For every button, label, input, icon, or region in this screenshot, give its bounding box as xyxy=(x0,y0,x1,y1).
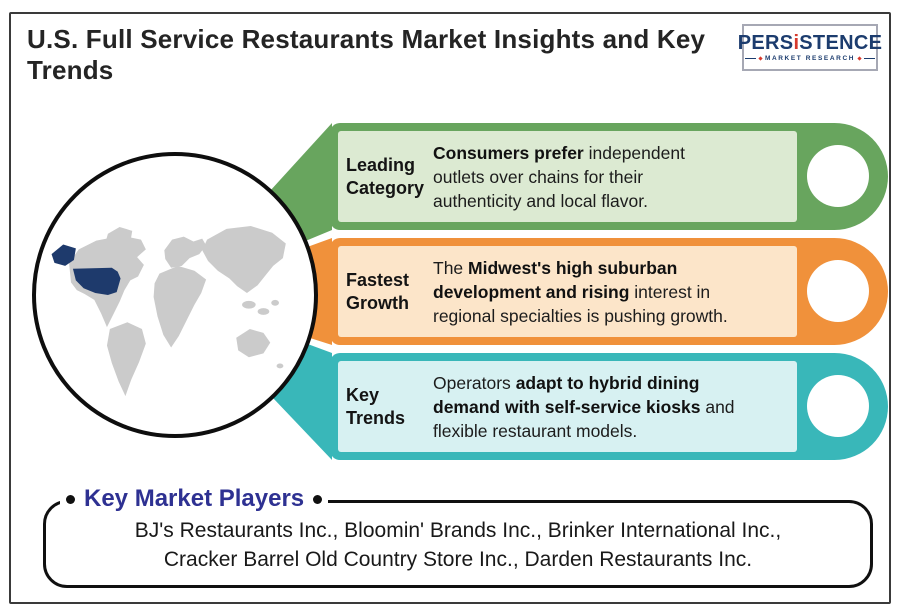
logo-rule-right-icon xyxy=(864,58,876,59)
page-title: U.S. Full Service Restaurants Market Ins… xyxy=(27,24,706,85)
banner-description: Operators adapt to hybrid dining demand … xyxy=(433,372,735,441)
page-border xyxy=(9,12,891,604)
world-map-circle xyxy=(32,152,318,438)
bullet-dot-right-icon xyxy=(313,494,323,504)
banner-ring-hole xyxy=(807,260,869,322)
key-market-players-list: BJ's Restaurants Inc., Bloomin' Brands I… xyxy=(46,516,870,574)
key-market-players-line: Cracker Barrel Old Country Store Inc., D… xyxy=(163,548,753,571)
banner-label: Key Trends xyxy=(346,384,406,428)
insight-banner-fastest-growth: Fastest Growth The Midwest's high suburb… xyxy=(330,238,888,345)
banner-label: Leading Category xyxy=(346,154,425,198)
banner-ring-hole xyxy=(807,375,869,437)
world-map-continents xyxy=(69,225,286,397)
brand-logo-subtitle: MARKET RESEARCH xyxy=(764,55,856,62)
key-market-players-line: BJ's Restaurants Inc., Bloomin' Brands I… xyxy=(134,519,782,542)
brand-logo: PERSiSTENCE MARKET RESEARCH xyxy=(738,24,882,71)
bullet-dot-left-icon xyxy=(66,494,75,504)
brand-logo-red-i: i xyxy=(793,32,800,54)
banner-inner-panel: Fastest Growth The Midwest's high suburb… xyxy=(338,246,797,337)
key-market-players-title-text: Key Market Players xyxy=(84,485,305,512)
brand-logo-subtitle-row: MARKET RESEARCH xyxy=(744,55,876,62)
banner-description: The Midwest's high suburban development … xyxy=(433,257,728,326)
key-market-players-box: BJ's Restaurants Inc., Bloomin' Brands I… xyxy=(43,500,873,588)
brand-logo-text-pre: PERS xyxy=(737,32,794,54)
banner-inner-panel: Leading Category Consumers prefer indepe… xyxy=(338,131,797,222)
brand-logo-text: PERSiSTENCE xyxy=(738,33,882,54)
us-highlight xyxy=(51,244,121,295)
brand-logo-text-post: STENCE xyxy=(799,32,883,54)
logo-diamond-left-icon xyxy=(758,56,763,61)
banner-label: Fastest Growth xyxy=(346,269,410,313)
key-market-players-title: Key Market Players xyxy=(60,483,329,515)
logo-rule-left-icon xyxy=(744,58,756,59)
insight-banner-key-trends: Key Trends Operators adapt to hybrid din… xyxy=(330,353,888,460)
banner-description: Consumers prefer independent outlets ove… xyxy=(433,142,685,211)
logo-diamond-right-icon xyxy=(857,56,862,61)
banner-ring-hole xyxy=(807,145,869,207)
insight-banner-leading-category: Leading Category Consumers prefer indepe… xyxy=(330,123,888,230)
banner-inner-panel: Key Trends Operators adapt to hybrid din… xyxy=(338,361,797,452)
world-map xyxy=(51,225,286,397)
